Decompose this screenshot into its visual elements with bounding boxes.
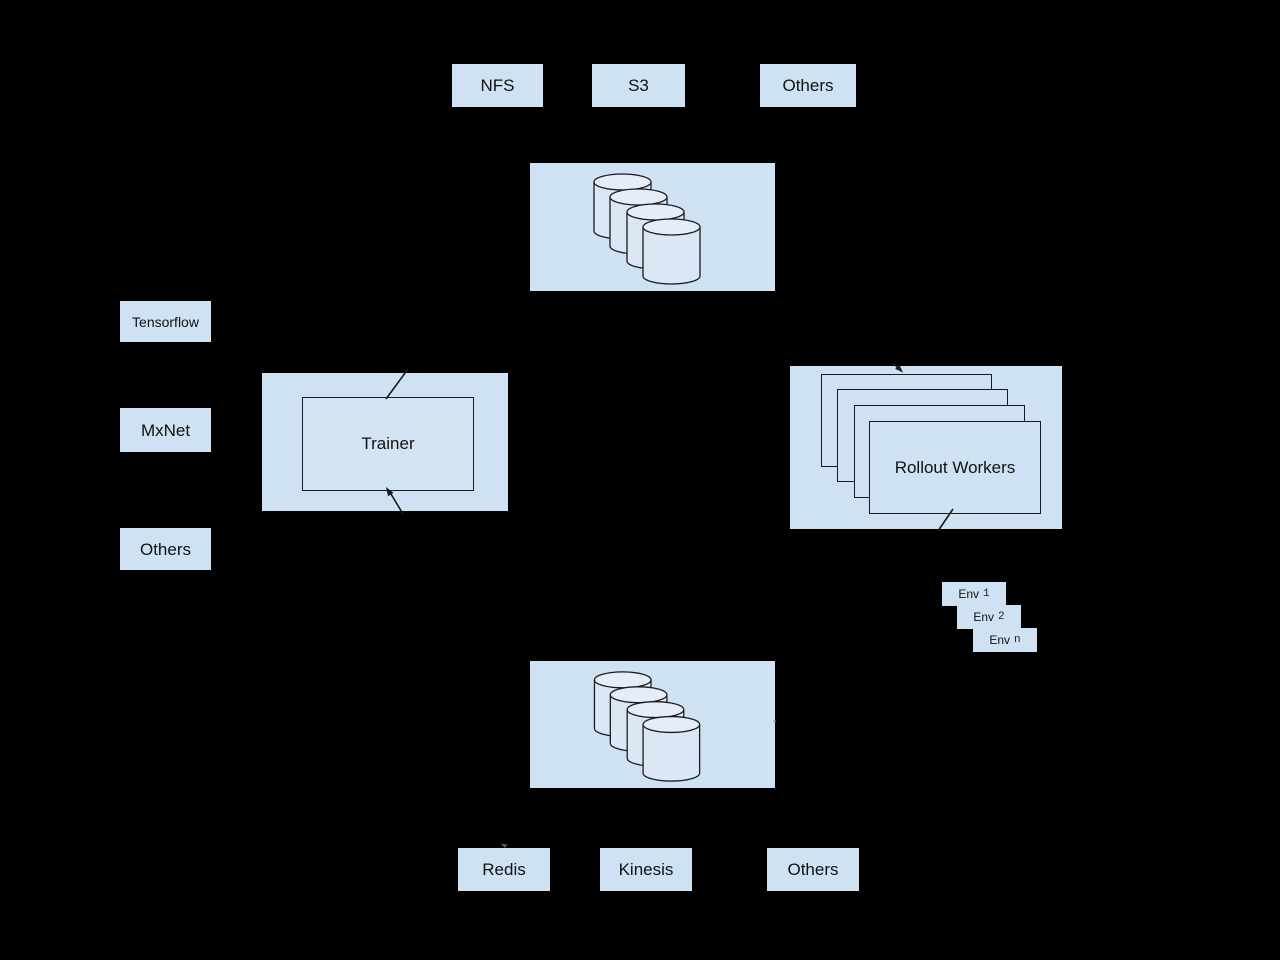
env-1-index: 1 [983,588,990,600]
env-2-index: 2 [998,611,1005,623]
env-1-prefix: Env [958,587,980,601]
env-box-2: Env 2 [957,605,1021,629]
node-kinesis-label: Kinesis [618,860,674,879]
node-others-bottom-label: Others [787,860,839,879]
node-others-top: Others [760,64,856,107]
trainer-group: Trainer [262,373,508,511]
env-box-1: Env 1 [942,582,1006,606]
node-nfs-label: NFS [480,76,515,95]
env-n-index: n [1014,634,1021,646]
rollout-workers-label: Rollout Workers [894,457,1016,477]
datastore-box-bottom [530,661,775,788]
rollout-workers-group: Rollout Workers [790,366,1062,529]
database-cylinders-icon [593,671,701,782]
node-others-top-label: Others [782,76,834,95]
trainer-box: Trainer [302,397,474,491]
rollout-workers-box: Rollout Workers [869,421,1041,514]
env-n-prefix: Env [989,633,1011,647]
node-others-bottom: Others [767,848,859,891]
node-tensorflow: Tensorflow [120,301,211,342]
node-s3: S3 [592,64,685,107]
node-kinesis: Kinesis [600,848,692,891]
database-cylinders-icon [593,173,701,285]
env-box-n: Env n [973,628,1037,652]
node-redis-label: Redis [482,860,526,879]
node-nfs: NFS [452,64,543,107]
node-others-left-label: Others [139,539,192,559]
trainer-label: Trainer [361,434,415,453]
env-2-prefix: Env [973,610,995,624]
node-redis: Redis [458,848,550,891]
node-mxnet-label: MxNet [140,420,191,440]
datastore-box-top [530,163,775,291]
node-others-left: Others [120,528,211,570]
node-s3-label: S3 [628,76,649,95]
node-mxnet: MxNet [120,408,211,452]
node-tensorflow-label: Tensorflow [132,313,199,330]
